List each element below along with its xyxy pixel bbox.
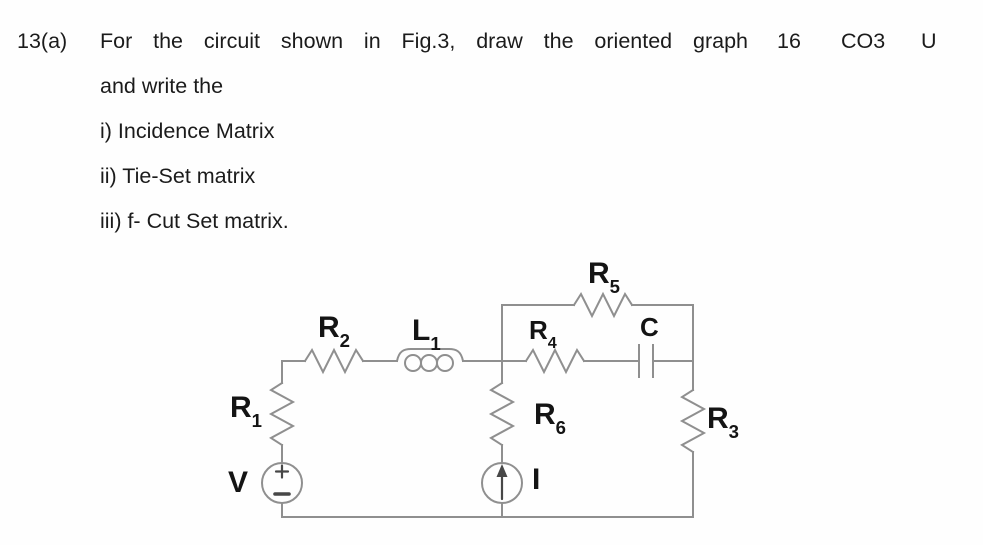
question-item-cut-set-matrix: iii) f- Cut Set matrix.	[100, 209, 289, 233]
label-i: I	[532, 463, 541, 496]
question-text-line2: and write the	[100, 74, 224, 98]
r5-resistor	[572, 291, 634, 319]
question-item-tie-set-matrix: ii) Tie-Set matrix	[100, 164, 256, 188]
current-arrow-head	[496, 464, 508, 477]
r6-resistor	[488, 381, 516, 447]
r4-resistor	[524, 347, 586, 375]
label-r4: R4	[529, 315, 557, 352]
wire-r5-left-riser	[501, 304, 575, 362]
source-symbols	[273, 464, 504, 501]
l1-loop	[420, 354, 438, 372]
l1-inductor	[395, 348, 465, 363]
label-l1: L1	[412, 314, 441, 354]
circuit-wires	[261, 291, 707, 518]
question-item-incidence-matrix: i) Incidence Matrix	[100, 119, 275, 143]
l1-loop	[436, 354, 454, 372]
label-r2: R2	[318, 311, 351, 351]
wire-r5-right-riser	[631, 304, 694, 362]
r1-resistor	[268, 381, 296, 447]
question-number: 13(a)	[17, 29, 68, 53]
label-c: C	[640, 312, 659, 342]
label-r1: R1	[230, 391, 263, 431]
level-cell: U	[921, 29, 937, 53]
question-text-line1: For the circuit shown in Fig.3, draw the…	[100, 29, 748, 53]
label-r3: R3	[707, 402, 740, 442]
r3-resistor	[679, 388, 707, 454]
plus-icon	[274, 464, 290, 479]
l1-loop	[404, 354, 422, 372]
label-r6: R6	[534, 398, 567, 438]
marks-cell: 16	[777, 29, 801, 53]
course-outcome-cell: CO3	[841, 29, 886, 53]
r2-resistor	[303, 347, 365, 375]
label-v: V	[228, 466, 249, 499]
label-r5: R5	[588, 257, 621, 297]
